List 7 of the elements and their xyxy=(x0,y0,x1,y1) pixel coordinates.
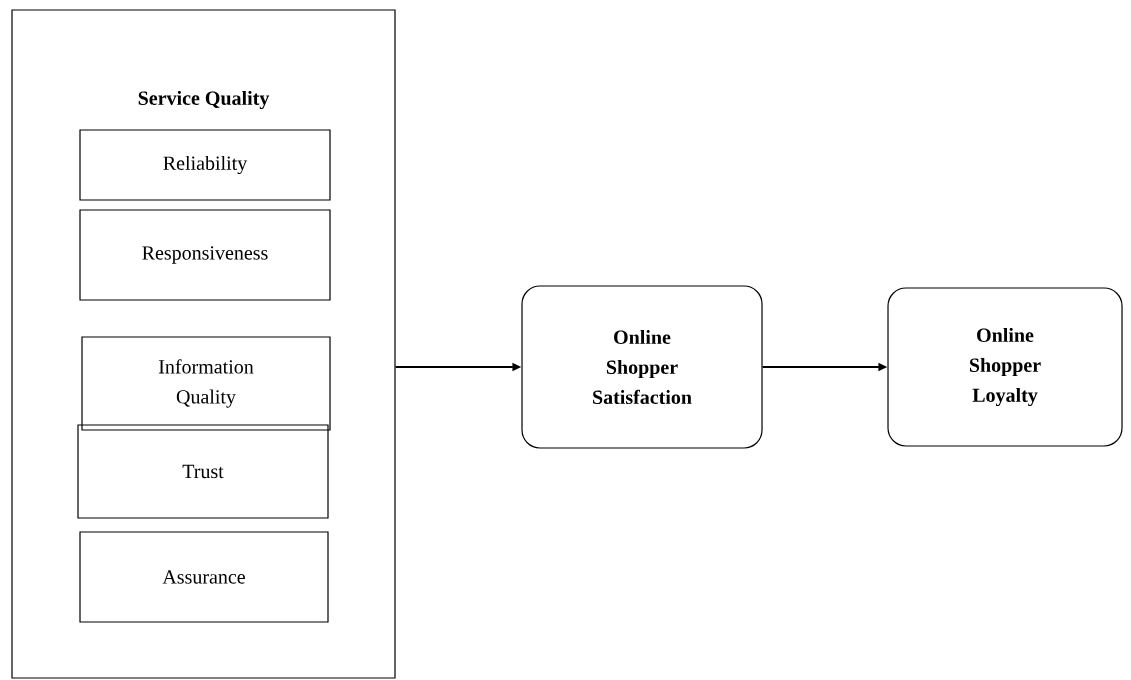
process-box: Online Shopper Satisfaction xyxy=(521,285,763,449)
factor-box: Responsiveness xyxy=(79,209,331,301)
factor-box: Trust xyxy=(77,424,329,519)
factor-box: Reliability xyxy=(79,129,331,201)
factor-box: Assurance xyxy=(79,531,329,623)
factor-box: Information Quality xyxy=(81,336,331,431)
process-box: Online Shopper Loyalty xyxy=(887,287,1123,447)
